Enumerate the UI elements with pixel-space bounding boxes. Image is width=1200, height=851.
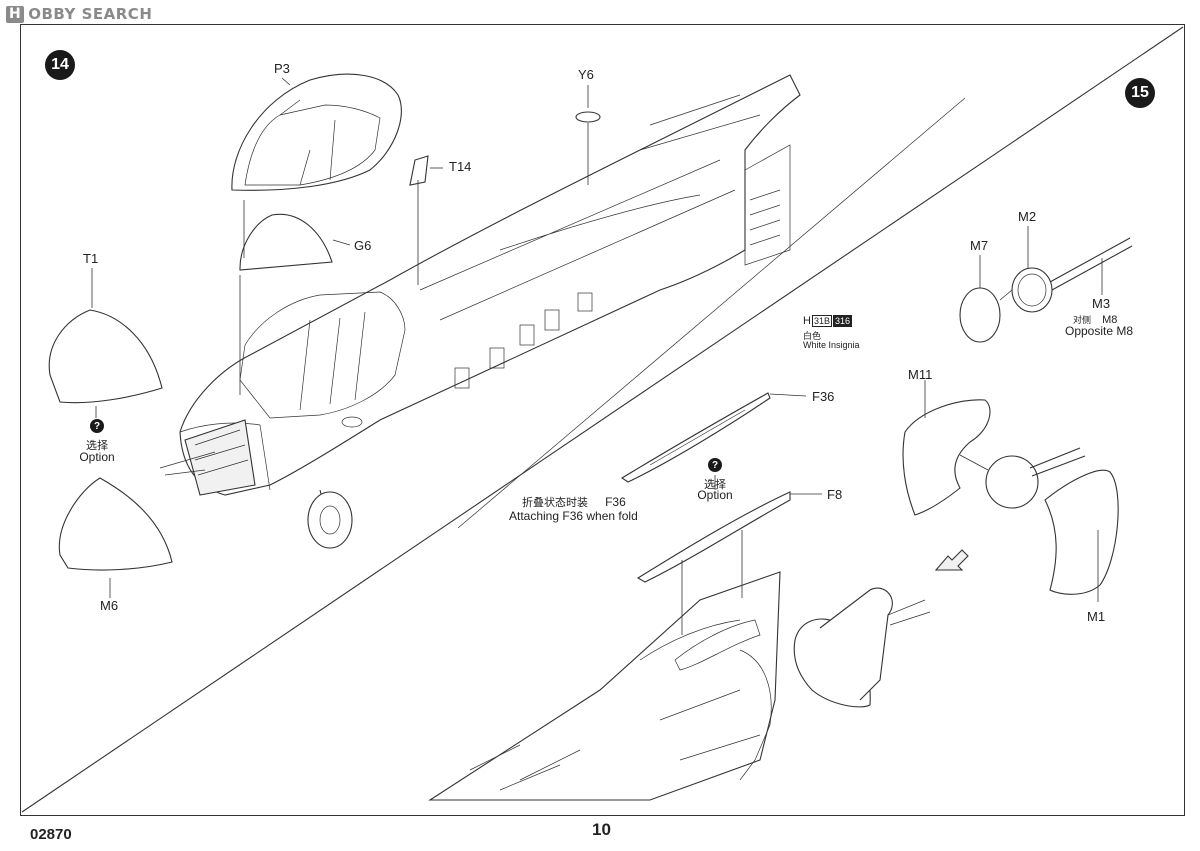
insignia-letter: H: [803, 315, 811, 327]
part-label-p3: P3: [274, 61, 290, 76]
opposite-note-cn-text: 对侧: [1073, 315, 1092, 325]
fuselage-edge-line: [457, 97, 966, 529]
page-frame: [20, 24, 1185, 816]
part-label-g6: G6: [354, 238, 372, 253]
gun-turret-m2-drawing: [1011, 237, 1133, 313]
part-label-m6: M6: [100, 598, 119, 613]
step-divider-line: [21, 26, 1184, 813]
watermark-logo: H OBBY SEARCH: [6, 5, 152, 23]
fold-note-cn: 折叠状态时装 F36: [522, 494, 626, 510]
part-label-m3: M3: [1092, 296, 1111, 311]
opposite-note-part: M8: [1102, 314, 1118, 326]
page-number: 10: [592, 820, 611, 839]
option-label-en: Option: [697, 488, 733, 502]
part-label-y6: Y6: [578, 67, 594, 82]
opposite-note-cn: 对侧 M8: [1073, 313, 1117, 326]
option-label-cn: 选择: [704, 479, 726, 491]
gun-housing-m1-drawing: [1044, 469, 1119, 595]
part-label-m2: M2: [1018, 209, 1037, 224]
nose-cone-t1-drawing: [48, 309, 163, 404]
part-f36-drawing: [620, 392, 771, 483]
part-label-f36: F36: [812, 389, 835, 404]
gun-cover-m7-drawing: [959, 287, 1001, 343]
forward-fuselage-drawing: [159, 74, 801, 549]
insignia-color-en: White Insignia: [803, 340, 860, 350]
light-y6-drawing: [575, 111, 601, 123]
gun-housing-m11-drawing: [902, 399, 991, 516]
step-number-14: 14: [45, 50, 75, 80]
part-f8-drawing: [636, 491, 791, 583]
direction-arrow-icon: [934, 549, 969, 571]
windscreen-g6-drawing: [239, 213, 333, 271]
nose-cone-m6-drawing: [58, 477, 173, 571]
step-number-15: 15: [1125, 78, 1155, 108]
part-label-m11: M11: [908, 367, 933, 382]
step14-leader-lines: [91, 77, 589, 598]
fold-note-cn-text: 折叠状态时装: [522, 497, 588, 509]
ball-turret-drawing: [959, 447, 1086, 509]
watermark-badge: H: [6, 5, 25, 23]
part-label-f8: F8: [827, 487, 843, 502]
insignia-code-box-dark: 316: [832, 315, 852, 328]
antenna-t14-drawing: [409, 155, 429, 186]
product-code: 02870: [30, 826, 72, 843]
canopy-p3-drawing: [231, 73, 402, 191]
option-marker-icon: ?: [708, 458, 722, 472]
part-label-t14: T14: [449, 159, 472, 174]
option-marker-icon: ?: [90, 419, 104, 433]
watermark-brand: OBBY SEARCH: [28, 5, 153, 23]
option-label-en: Option: [79, 450, 115, 464]
m1-leader-lines: [924, 380, 1099, 602]
insignia-code-box: 31B: [811, 315, 832, 328]
m-leader-lines: [979, 226, 1103, 301]
option-label-cn: 选择: [86, 440, 108, 452]
part-label-m1: M1: [1087, 609, 1106, 624]
part-label-m7: M7: [970, 238, 989, 253]
part-label-t1: T1: [83, 251, 99, 266]
fold-note-en: Attaching F36 when fold: [509, 509, 638, 523]
fold-note-part: F36: [605, 495, 626, 509]
insignia-color-cn: 白色: [803, 331, 822, 341]
rear-fuselage-drawing: [428, 571, 931, 801]
opposite-note-en: Opposite M8: [1065, 324, 1134, 338]
step15-leader-lines: [681, 393, 822, 635]
